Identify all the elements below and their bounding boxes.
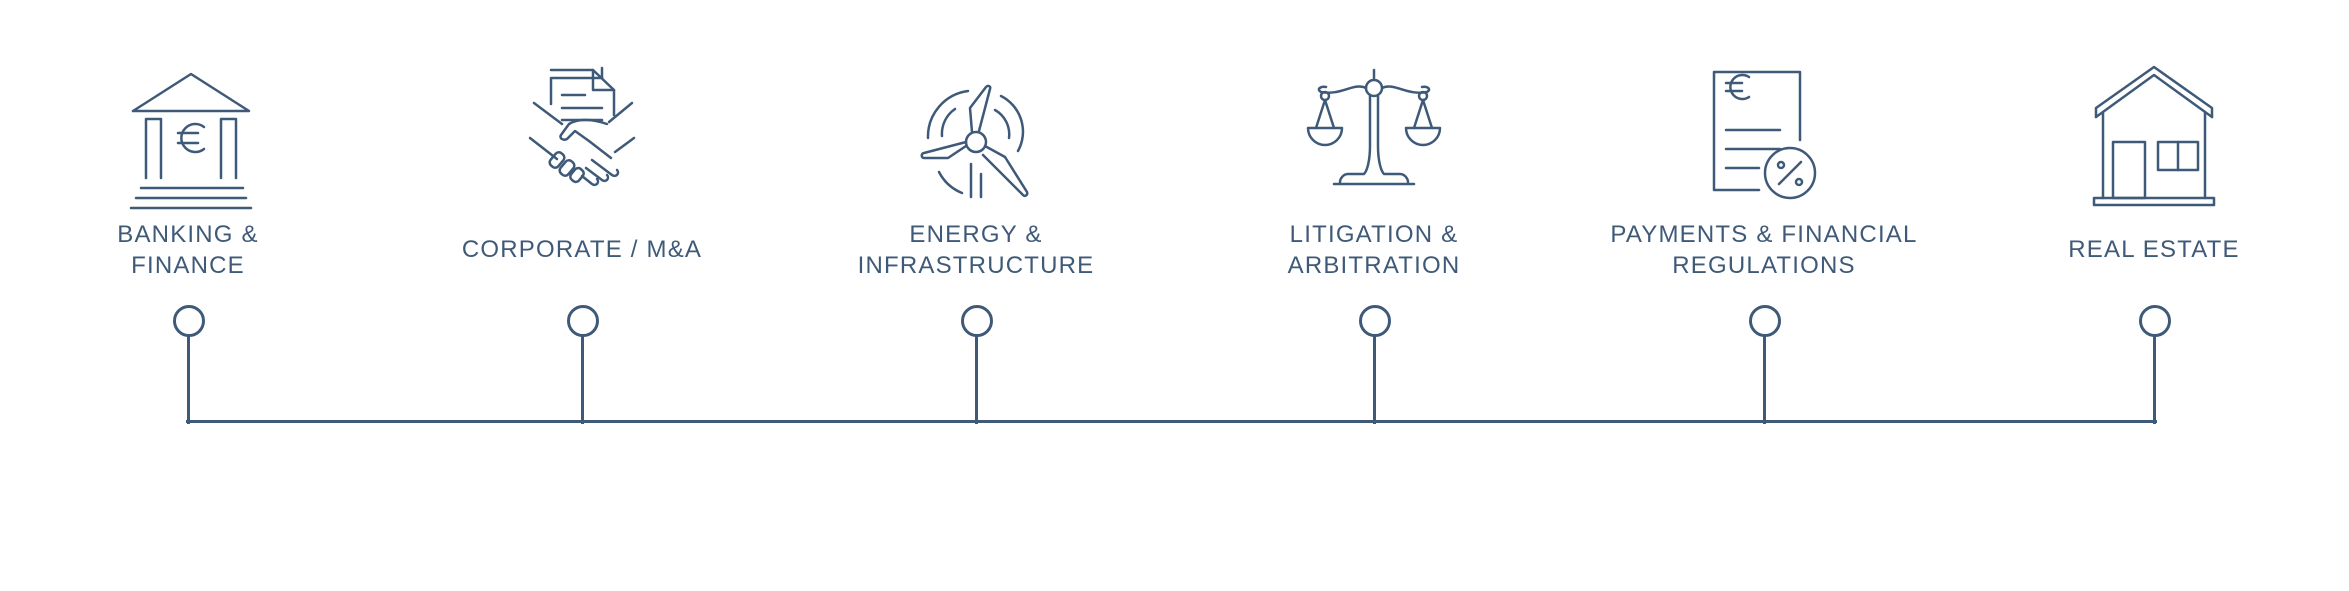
area-real-estate: Real Estate	[1974, 0, 2334, 591]
invoice-percent-icon	[1664, 60, 1864, 210]
area-payments-financial-regulations: Payments & Financial Regulations	[1584, 0, 1944, 591]
timeline-node	[567, 305, 599, 337]
timeline-stem	[186, 334, 190, 424]
timeline-stem	[1762, 334, 1766, 424]
timeline-node	[1359, 305, 1391, 337]
area-banking-finance: Banking & Finance	[8, 0, 368, 591]
timeline-node	[961, 305, 993, 337]
area-energy-infrastructure: Energy & Infrastructure	[796, 0, 1156, 591]
timeline-stem	[580, 334, 584, 424]
area-label: Corporate / M&A	[461, 236, 703, 263]
timeline-stem	[974, 334, 978, 424]
area-corporate-ma: Corporate / M&A	[402, 0, 762, 591]
area-label: Banking & Finance	[117, 221, 259, 279]
bank-euro-icon	[88, 60, 288, 210]
area-label: Energy & Infrastructure	[857, 221, 1095, 279]
scales-of-justice-icon	[1274, 60, 1474, 210]
area-label: Litigation & Arbitration	[1287, 221, 1461, 279]
timeline-stem	[1372, 334, 1376, 424]
timeline-node	[2139, 305, 2171, 337]
area-label: Real Estate	[2068, 236, 2240, 263]
timeline-node	[1749, 305, 1781, 337]
wind-turbine-icon	[876, 60, 1076, 210]
area-label: Payments & Financial Regulations	[1610, 221, 1918, 279]
timeline-node	[173, 305, 205, 337]
timeline-connector	[186, 420, 2157, 423]
house-icon	[2054, 60, 2254, 210]
area-litigation-arbitration: Litigation & Arbitration	[1194, 0, 1554, 591]
handshake-document-icon	[482, 60, 682, 210]
timeline-stem	[2152, 334, 2156, 424]
